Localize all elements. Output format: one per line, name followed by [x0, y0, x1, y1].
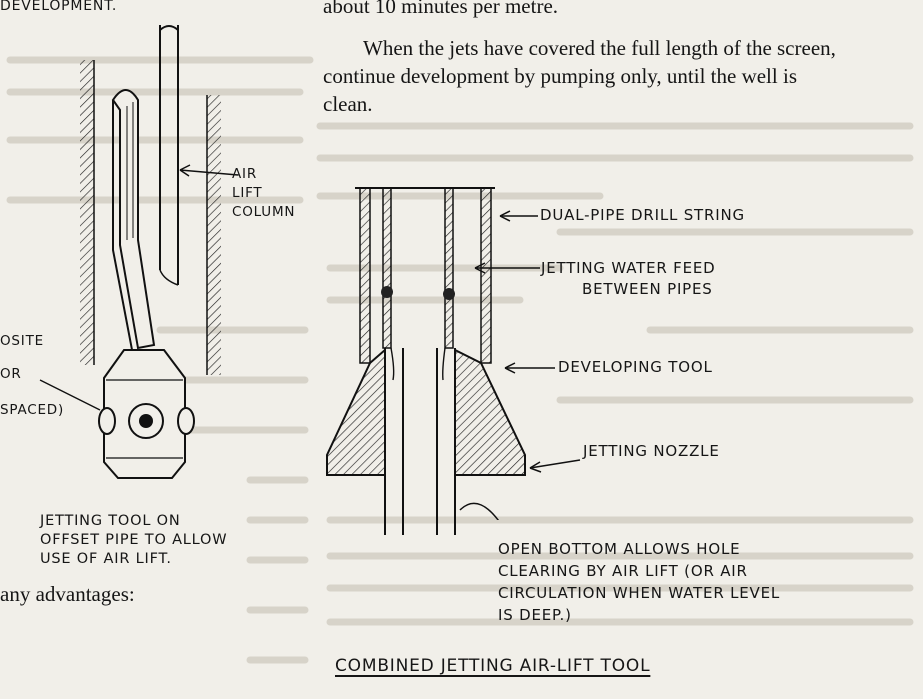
- inner-pipe-right: [444, 187, 454, 349]
- label-open-bottom-4: IS DEEP.): [498, 606, 572, 624]
- offset-jetting-tool-drawing: [39, 25, 239, 479]
- nozzle-ring: [128, 403, 164, 439]
- side-fragment-2: OR: [0, 366, 22, 382]
- body-line-1: about 10 minutes per metre.: [323, 0, 559, 18]
- left-text-advantages: any advantages:: [0, 582, 135, 606]
- coupling-left: [381, 286, 393, 298]
- left-caption-top: DEVELOPMENT.: [0, 0, 118, 14]
- body-para-line-1: When the jets have covered the full leng…: [363, 36, 836, 60]
- label-dual-pipe: DUAL-PIPE DRILL STRING: [540, 206, 745, 224]
- nozzle-flare-left: [326, 347, 386, 476]
- air-lift-label-1: AIR: [232, 166, 257, 182]
- left-caption-line-2: OFFSET PIPE TO ALLOW: [40, 532, 228, 548]
- side-fragment-3: SPACED): [0, 402, 65, 418]
- air-lift-label-3: COLUMN: [232, 204, 296, 220]
- label-jetting-water-1: JETTING WATER FEED: [541, 259, 716, 277]
- right-borehole-wall: [207, 95, 221, 375]
- left-caption-line-1: JETTING TOOL ON: [40, 513, 181, 529]
- right-figure-leaders: [459, 210, 581, 520]
- nozzle-flare-right: [454, 348, 526, 476]
- left-borehole-wall: [80, 60, 94, 365]
- jetting-tool-body: [103, 349, 186, 479]
- outer-pipe-left: [359, 187, 371, 364]
- label-open-bottom-2: CLEARING BY AIR LIFT (OR AIR: [498, 562, 748, 580]
- label-open-bottom-3: CIRCULATION WHEN WATER LEVEL: [498, 584, 781, 602]
- label-jetting-water-2: BETWEEN PIPES: [582, 280, 713, 298]
- combined-jetting-tool-drawing: [326, 187, 526, 535]
- coupling-right: [443, 288, 455, 300]
- inner-pipe-left: [382, 187, 392, 349]
- right-side-nozzle: [177, 407, 195, 435]
- body-para-line-2: continue development by pumping only, un…: [323, 64, 797, 88]
- body-para-line-3: clean.: [323, 92, 373, 116]
- right-figure-title: COMBINED JETTING AIR-LIFT TOOL: [335, 656, 651, 676]
- label-open-bottom-1: OPEN BOTTOM ALLOWS HOLE: [498, 540, 741, 558]
- label-developing-tool: DEVELOPING TOOL: [558, 358, 713, 376]
- label-jetting-nozzle: JETTING NOZZLE: [583, 442, 720, 460]
- nozzle-centre: [139, 414, 153, 428]
- left-side-nozzle: [98, 407, 116, 435]
- left-caption-line-3: USE OF AIR LIFT.: [40, 551, 172, 567]
- air-lift-column-pipe: [159, 25, 179, 285]
- side-fragment-1: OSITE: [0, 333, 44, 349]
- outer-pipe-right: [480, 187, 492, 364]
- air-lift-label-2: LIFT: [232, 185, 263, 201]
